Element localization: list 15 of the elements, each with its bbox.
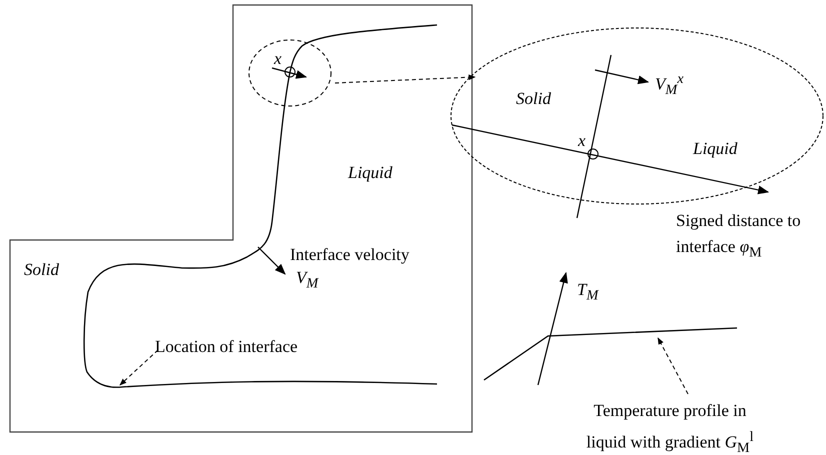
temperature-profile [482, 325, 740, 383]
annotation-text: Interface velocity [290, 245, 410, 265]
leader-line [334, 74, 476, 84]
region-label: Solid [516, 89, 551, 109]
interface-curve [82, 22, 440, 388]
leader-line [119, 350, 158, 386]
symbol-label: V$_{M}$ [296, 268, 318, 294]
region-label: Liquid [693, 139, 738, 159]
region-label: x [578, 131, 586, 151]
leader-line [658, 337, 688, 394]
annotation-text: Location of interface [155, 337, 298, 357]
region-label: Solid [24, 260, 59, 280]
symbol-label: T$_{M}$ [577, 280, 598, 306]
region-label: x [274, 49, 282, 69]
region-label: Liquid [348, 163, 392, 183]
